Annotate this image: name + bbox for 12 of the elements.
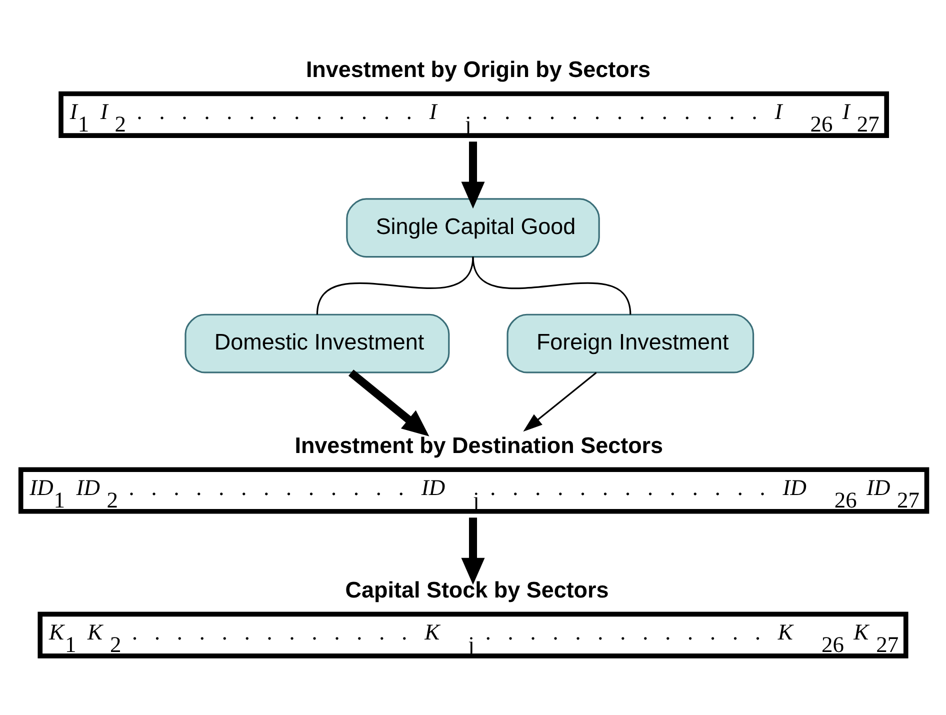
arrow bbox=[461, 517, 485, 584]
connector bbox=[472, 256, 632, 314]
arrow bbox=[461, 141, 485, 208]
node-box: Foreign Investment bbox=[506, 313, 754, 373]
arrow bbox=[348, 369, 430, 436]
node-box: Single Capital Good bbox=[346, 198, 600, 258]
connector bbox=[316, 256, 474, 314]
node-label: Capital Stock by Sectors bbox=[345, 577, 609, 602]
node-box: Domestic Investment bbox=[184, 313, 450, 373]
arrow bbox=[523, 372, 597, 432]
node-label: Investment by Origin by Sectors bbox=[306, 56, 651, 82]
node-label: Investment by Destination Sectors bbox=[294, 432, 664, 458]
